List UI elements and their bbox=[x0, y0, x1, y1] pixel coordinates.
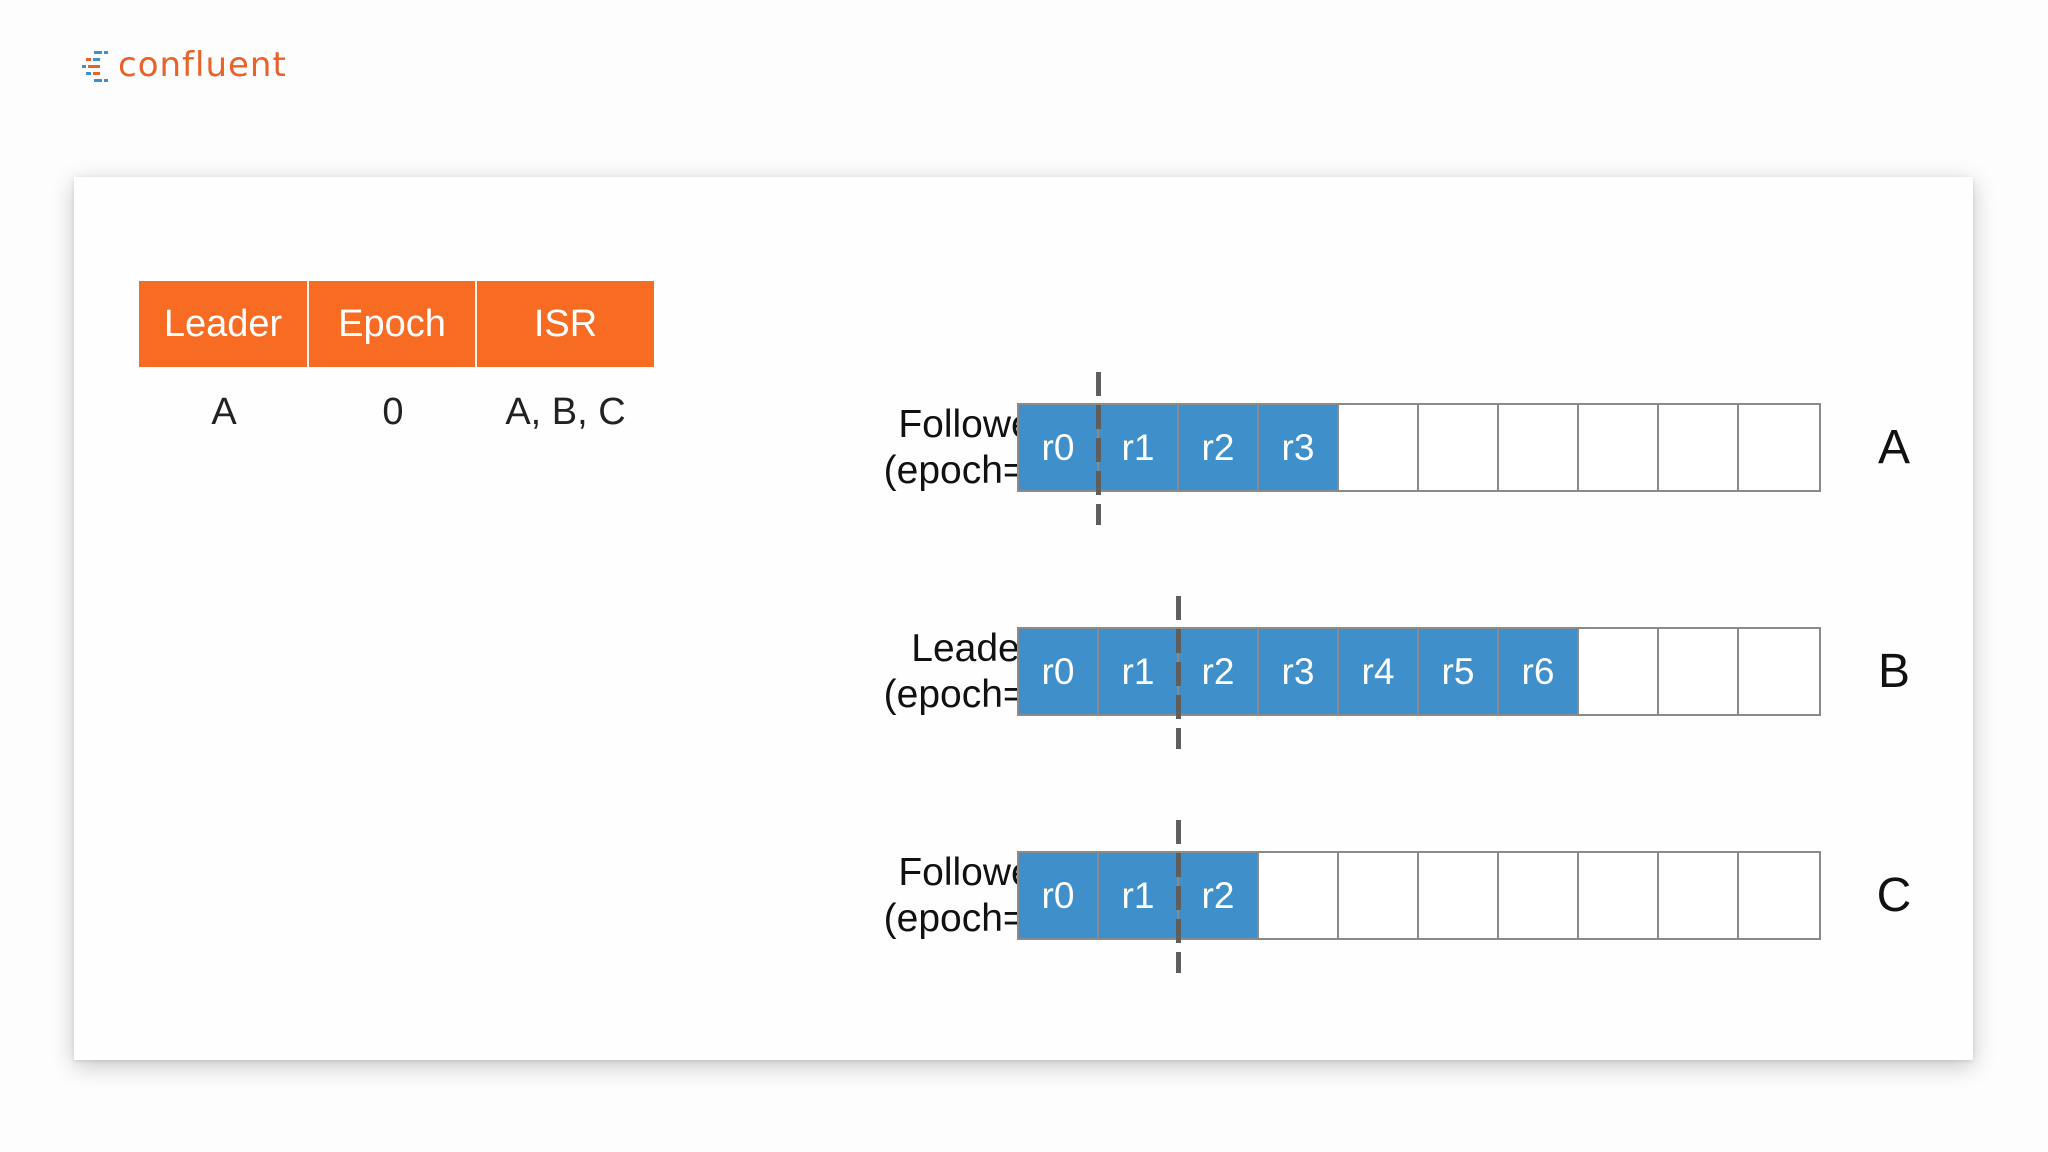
log-cell bbox=[1579, 405, 1659, 490]
log-cell: r1 bbox=[1099, 405, 1179, 490]
header-leader: Leader bbox=[139, 281, 309, 367]
high-watermark-marker bbox=[1176, 820, 1181, 973]
log-cell bbox=[1659, 629, 1739, 714]
log-cell bbox=[1499, 853, 1579, 938]
replica-b: Leader (epoch=0) r0 r1 r2 r3 r4 r5 r6 B bbox=[74, 591, 1973, 771]
log-cell bbox=[1659, 405, 1739, 490]
log-cell: r3 bbox=[1259, 405, 1339, 490]
log-cell bbox=[1419, 853, 1499, 938]
logo-wordmark: confluent bbox=[118, 45, 287, 85]
diagram-panel: Leader Epoch ISR A 0 A, B, C Follower (e… bbox=[74, 177, 1973, 1060]
confluent-logo: confluent bbox=[80, 40, 287, 90]
replica-id: B bbox=[1877, 645, 1910, 698]
log-cell bbox=[1579, 853, 1659, 938]
log-cell: r6 bbox=[1499, 629, 1579, 714]
replica-a: Follower (epoch=0) r0 r1 r2 r3 A bbox=[74, 367, 1973, 547]
value-isr: A, B, C bbox=[505, 390, 626, 433]
log-cell bbox=[1579, 629, 1659, 714]
log-cell: r2 bbox=[1179, 405, 1259, 490]
log-cell bbox=[1659, 853, 1739, 938]
log-cell: r2 bbox=[1179, 853, 1259, 938]
header-epoch: Epoch bbox=[309, 281, 477, 367]
partition-state-table: Leader Epoch ISR A 0 A, B, C bbox=[139, 281, 654, 457]
role-label: Leader bbox=[911, 627, 1033, 670]
log-cell: r2 bbox=[1179, 629, 1259, 714]
replica-id: C bbox=[1876, 869, 1912, 922]
log-cell: r5 bbox=[1419, 629, 1499, 714]
log-cell bbox=[1419, 405, 1499, 490]
confluent-dots-icon bbox=[82, 51, 108, 82]
value-epoch: 0 bbox=[382, 390, 404, 433]
state-table-header: Leader Epoch ISR bbox=[139, 281, 654, 367]
replica-id: A bbox=[1877, 421, 1910, 474]
log-cell bbox=[1259, 853, 1339, 938]
log-cell: r0 bbox=[1019, 405, 1099, 490]
log-cell bbox=[1739, 629, 1819, 714]
log-cell bbox=[1739, 853, 1819, 938]
replica-c: Follower (epoch=0) r0 r1 r2 C bbox=[74, 815, 1973, 995]
high-watermark-marker bbox=[1096, 372, 1101, 525]
log-cell: r3 bbox=[1259, 629, 1339, 714]
log-cell bbox=[1339, 853, 1419, 938]
log-cell bbox=[1339, 405, 1419, 490]
replica-log: r0 r1 r2 r3 bbox=[1017, 403, 1821, 492]
log-cell: r0 bbox=[1019, 629, 1099, 714]
high-watermark-marker bbox=[1176, 596, 1181, 749]
replica-log: r0 r1 r2 bbox=[1017, 851, 1821, 940]
state-table-row: A 0 A, B, C bbox=[139, 367, 654, 457]
log-cell: r0 bbox=[1019, 853, 1099, 938]
log-cell: r1 bbox=[1099, 629, 1179, 714]
log-cell bbox=[1739, 405, 1819, 490]
log-cell: r1 bbox=[1099, 853, 1179, 938]
header-isr: ISR bbox=[477, 281, 654, 367]
replica-log: r0 r1 r2 r3 r4 r5 r6 bbox=[1017, 627, 1821, 716]
value-leader: A bbox=[211, 390, 237, 433]
log-cell: r4 bbox=[1339, 629, 1419, 714]
log-cell bbox=[1499, 405, 1579, 490]
